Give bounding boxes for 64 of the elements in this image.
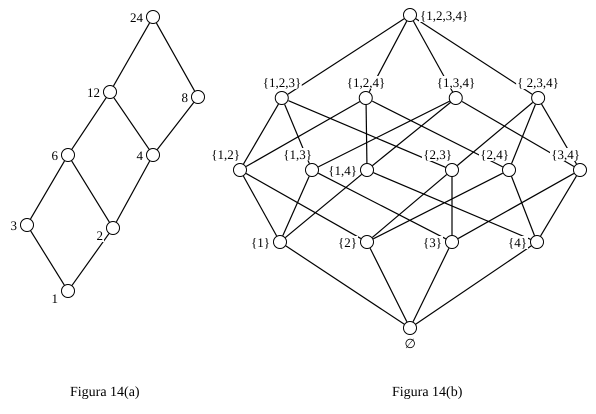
figure-caption: Figura 14(b) — [392, 386, 462, 400]
connector-line — [282, 176, 310, 236]
connector-line — [458, 172, 574, 240]
vertex-label: 4 — [136, 148, 144, 162]
vertex-label: {2,4} — [479, 148, 510, 161]
connector-line — [246, 172, 362, 240]
vertex-label: 1 — [50, 292, 59, 305]
connector-line — [462, 101, 574, 167]
connector-line — [156, 102, 194, 150]
vertex-label: 12 — [86, 86, 101, 98]
connector-line — [242, 176, 278, 236]
vertex-label: {1,3} — [282, 148, 313, 161]
connector-line — [415, 245, 532, 325]
vertex-label: {2} — [337, 236, 358, 248]
vertex-label: {3,4} — [550, 148, 581, 161]
vertex-label: {3} — [422, 236, 443, 248]
connector-line — [510, 176, 536, 236]
connector-line — [366, 104, 368, 164]
vertex-label: {2,3} — [422, 148, 453, 161]
vertex-label: 2 — [96, 229, 104, 242]
connector-line — [318, 172, 446, 240]
vertex-label: {1,3,4} — [436, 76, 476, 89]
connector-line — [451, 177, 453, 235]
vertex-label: {1,2,3} — [262, 76, 302, 89]
connector-line — [116, 160, 150, 222]
connector-line — [318, 100, 450, 168]
vertex-label: 3 — [10, 218, 18, 232]
vertex-label: { 2,3,4} — [516, 76, 560, 89]
vertex-label: {1} — [250, 236, 271, 248]
connector-line — [246, 100, 360, 168]
vertex-label: ∅ — [404, 337, 416, 350]
connector-line — [416, 18, 532, 95]
connector-line — [113, 97, 150, 150]
connector-line — [372, 102, 451, 166]
connector-line — [30, 230, 65, 286]
connector-line — [370, 248, 408, 322]
connector-line — [372, 172, 504, 240]
vertex-label: {1,2,4} — [346, 76, 386, 89]
connector-line — [372, 174, 448, 238]
connector-line — [373, 172, 531, 240]
figure-caption: Figura 14(a) — [70, 386, 140, 400]
vertex-label: 24 — [129, 10, 144, 24]
connector-line — [540, 176, 577, 236]
connector-line — [372, 100, 504, 168]
vertex-label: {1,2,3,4} — [419, 8, 470, 22]
connector-line — [72, 233, 110, 286]
connector-line — [71, 98, 107, 150]
connector-line — [288, 100, 446, 168]
vertex-label: {1,2} — [210, 148, 241, 161]
connector-line — [71, 160, 110, 222]
connector-line — [30, 160, 65, 220]
connector-line — [112, 22, 150, 86]
connector-line — [412, 248, 450, 322]
connector-line — [243, 104, 279, 164]
vertex-label: {4} — [507, 236, 528, 248]
connector-line — [456, 102, 534, 166]
connector-line — [511, 104, 536, 164]
vertex-label: 6 — [50, 148, 59, 162]
connector-line — [156, 22, 196, 92]
connector-line — [285, 174, 362, 238]
connector-line — [288, 18, 404, 95]
vertex-label: 8 — [180, 90, 189, 104]
connector-line — [286, 245, 404, 325]
vertex-label: {1,4} — [327, 164, 358, 176]
